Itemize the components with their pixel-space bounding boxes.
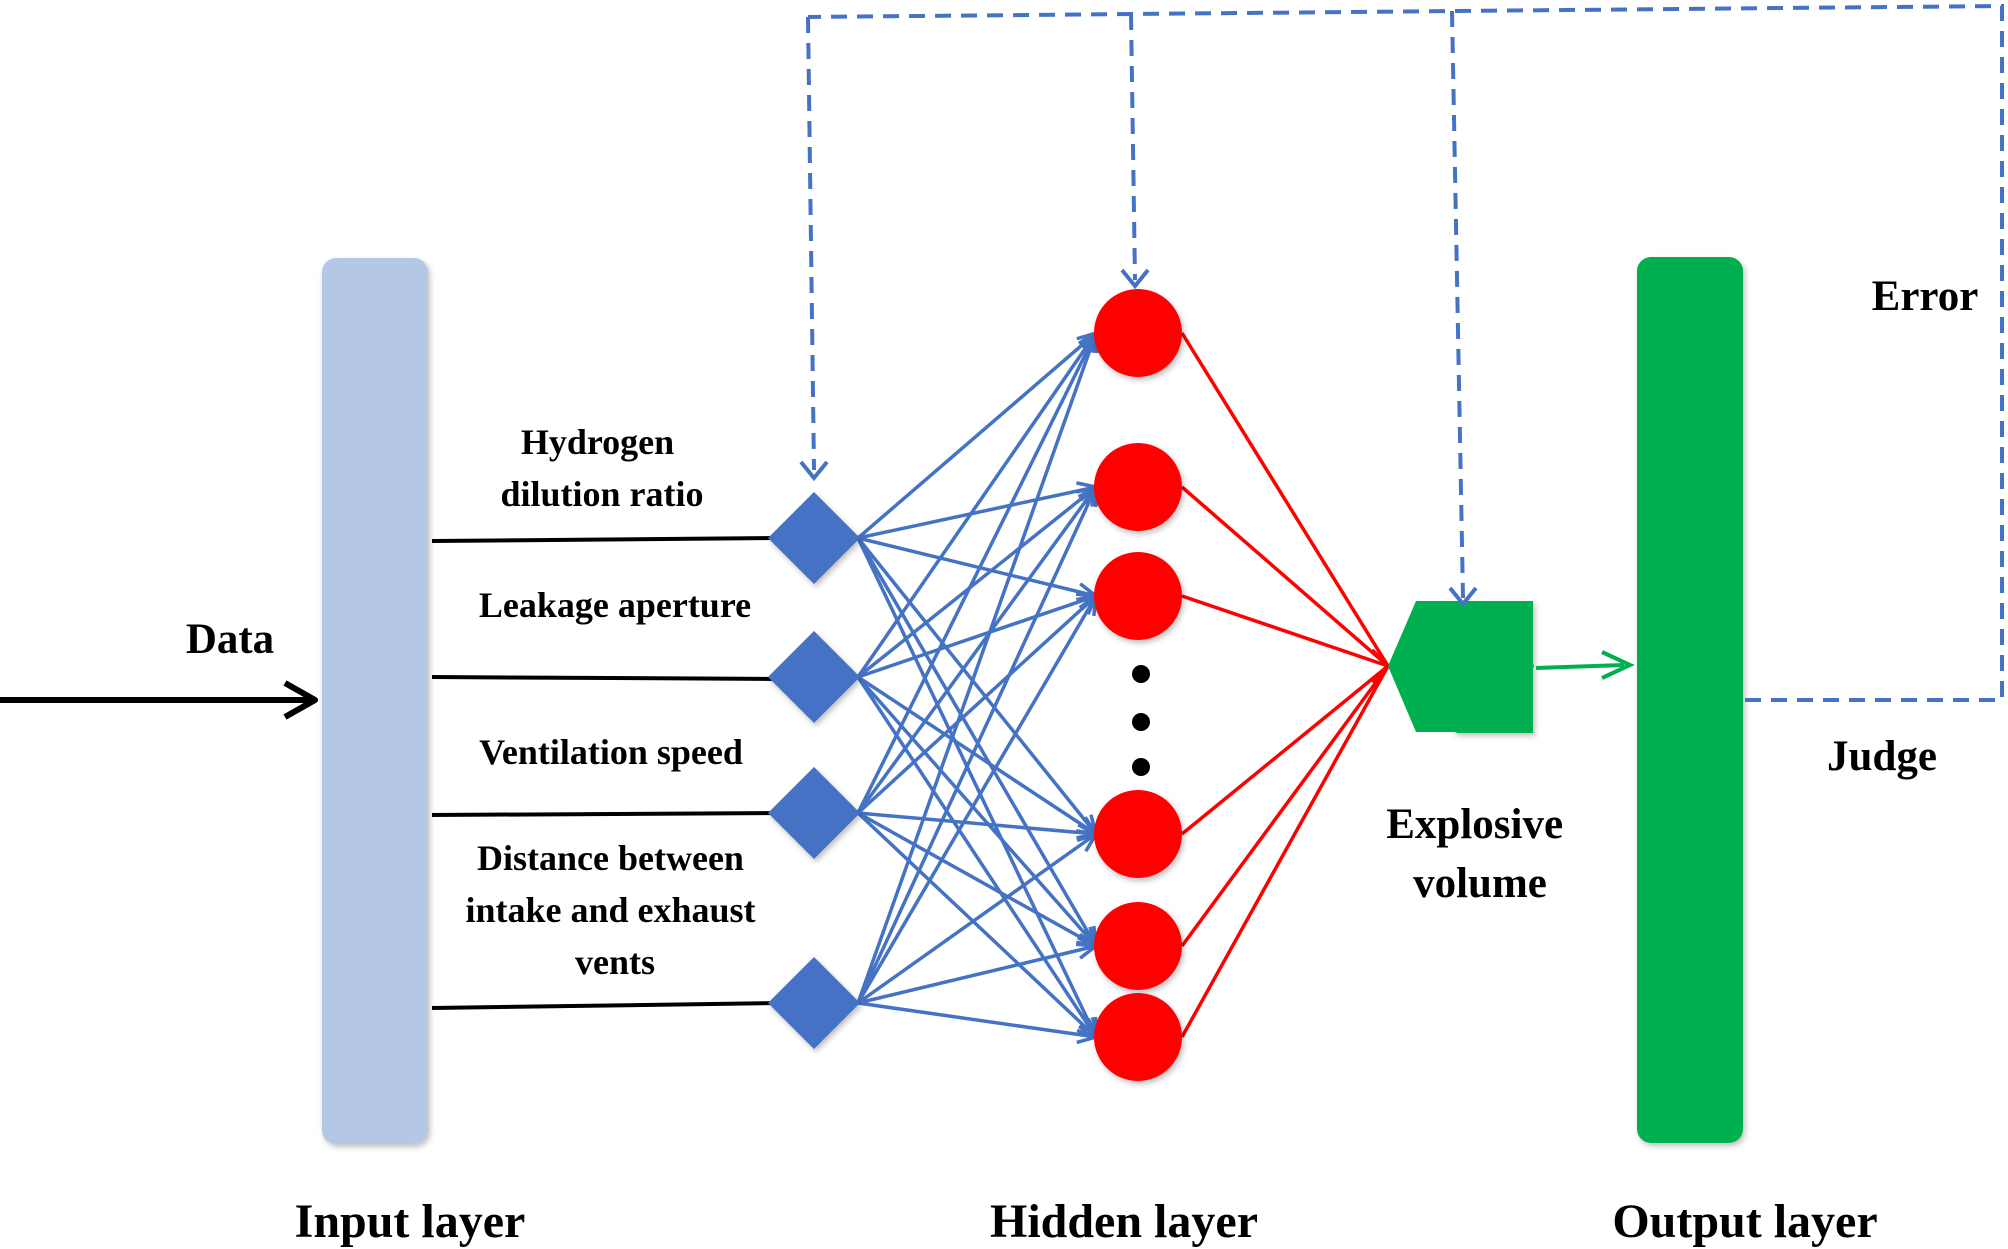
hidden-node-2 — [1094, 443, 1182, 531]
input-link-1-3 — [857, 536, 1101, 602]
input-layer-title: Input layer — [295, 1195, 526, 1248]
input-node-2 — [768, 631, 860, 723]
hidden-nodes — [1094, 289, 1182, 1081]
error-feedback-lines — [806, 3, 2004, 702]
hidden-node-5 — [1094, 902, 1182, 990]
input-label-distance: Distance between intake and exhaust vent… — [465, 838, 764, 982]
hidden-node-3 — [1094, 552, 1182, 640]
input-label-ventilation: Ventilation speed — [479, 732, 743, 772]
hidden-link-3 — [1181, 594, 1389, 668]
hidden-link-4 — [1180, 664, 1390, 836]
input-label-hydrogen: Hydrogen dilution ratio — [500, 422, 703, 514]
error-feedback-arrowheads — [799, 268, 1478, 608]
input-nodes — [768, 492, 860, 1049]
hidden-link-6 — [1180, 665, 1390, 1038]
hidden-node-6 — [1094, 993, 1182, 1081]
output-layer-bar — [1637, 257, 1743, 1143]
error-label: Error — [1872, 273, 1979, 320]
output-layer-title: Output layer — [1612, 1195, 1877, 1248]
judge-label: Judge — [1827, 733, 1937, 780]
input-node-3 — [768, 767, 860, 859]
input-link-4-3 — [856, 592, 1099, 1004]
hidden-layer-title: Hidden layer — [990, 1195, 1258, 1248]
hidden-node-4 — [1094, 790, 1182, 878]
input-link-2-6 — [856, 676, 1099, 1041]
hidden-node-1 — [1094, 289, 1182, 377]
data-label: Data — [186, 616, 274, 663]
input-node-1 — [768, 492, 860, 584]
input-link-4-6 — [857, 1001, 1101, 1045]
input-link-4-5 — [857, 940, 1101, 1005]
output-arrow — [1535, 650, 1635, 680]
data-input-arrow — [0, 680, 318, 720]
input-label-leakage: Leakage aperture — [479, 585, 751, 625]
input-link-1-2 — [857, 481, 1101, 540]
input-link-3-4 — [857, 811, 1101, 843]
input-link-3-3 — [856, 593, 1100, 815]
hidden-ellipsis-dots — [1132, 665, 1150, 776]
input-layer-bar — [322, 258, 428, 1144]
output-node-hexagon-shape — [1388, 601, 1534, 732]
input-node-4 — [768, 957, 860, 1049]
input-hidden-links — [856, 328, 1101, 1045]
hidden-link-1 — [1180, 332, 1390, 667]
feature-lines — [431, 536, 783, 1010]
explosive-volume-label: Explosive volume — [1386, 801, 1574, 907]
hidden-output-links — [1180, 332, 1391, 1038]
hidden-link-2 — [1180, 485, 1390, 668]
hidden-link-5 — [1180, 664, 1390, 948]
